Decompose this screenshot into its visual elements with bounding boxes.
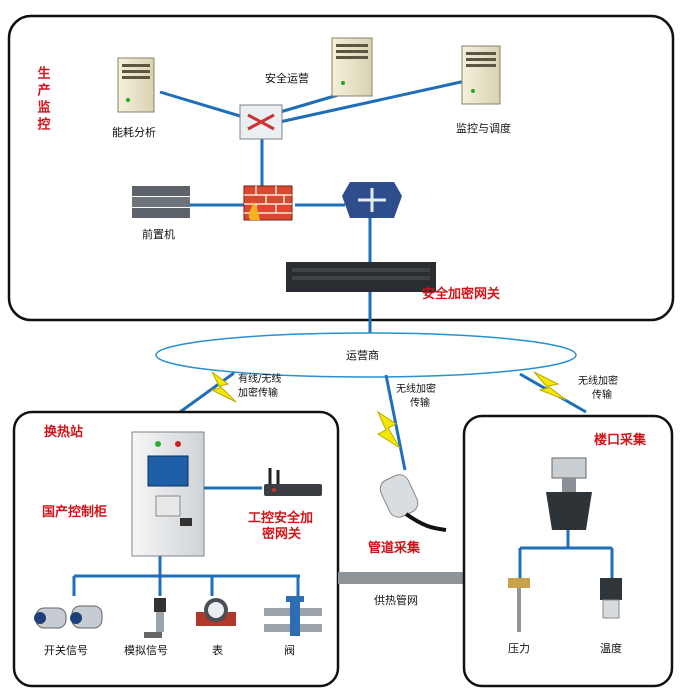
link-left-line xyxy=(179,371,235,414)
temperature-sensor-icon xyxy=(600,578,622,619)
control-cabinet-icon xyxy=(131,431,205,557)
industrial-gateway-icon xyxy=(264,468,322,496)
server-security-icon xyxy=(331,37,373,97)
link-left-line2: 加密传输 xyxy=(238,386,278,399)
device-meter-label: 表 xyxy=(212,643,223,657)
pipe-network-label: 供热管网 xyxy=(374,593,418,607)
lightning-mid-icon xyxy=(376,410,401,449)
carrier-label: 运营商 xyxy=(346,348,379,362)
pipe-sensor-label: 管道采集 xyxy=(368,540,421,556)
firewall-icon xyxy=(243,185,293,221)
device-analog-label: 模拟信号 xyxy=(124,643,168,657)
device-valve-label: 阀 xyxy=(284,643,295,657)
station-bus xyxy=(72,556,300,596)
pipe-sensor-icon xyxy=(379,474,447,532)
link-right-line1: 无线加密 xyxy=(578,374,618,387)
gateway-label: 安全加密网关 xyxy=(422,286,500,302)
zone-building-box xyxy=(462,414,674,688)
building-bus xyxy=(518,530,614,578)
lightning-right-icon xyxy=(533,371,567,401)
building-actuator-icon xyxy=(546,457,592,530)
building-temperature-label: 温度 xyxy=(600,641,622,655)
server-monitor-label: 监控与调度 xyxy=(456,121,511,135)
server-security-label: 安全运营 xyxy=(265,71,309,85)
gateway-lines-1: 工控安全加 xyxy=(248,510,313,526)
server-energy-label: 能耗分析 xyxy=(112,125,156,139)
analog-signal-icon xyxy=(144,598,166,638)
server-monitor-icon xyxy=(461,45,501,105)
gateway-rack-icon xyxy=(286,262,436,292)
valve-icon xyxy=(264,596,322,636)
zone-production-box xyxy=(7,14,675,322)
device-switch-label: 开关信号 xyxy=(44,643,88,657)
lightning-left-icon xyxy=(210,371,237,403)
server-energy-icon xyxy=(117,57,155,113)
gateway-lines-2: 密网关 xyxy=(261,526,301,542)
meter-icon xyxy=(196,598,236,626)
zone-station-title: 换热站 xyxy=(44,424,83,440)
carrier-network xyxy=(155,332,577,378)
cabinet-label: 国产控制柜 xyxy=(42,504,107,520)
link-right-line2: 传输 xyxy=(592,388,612,401)
frontend-device-icon xyxy=(132,186,190,218)
building-pressure-label: 压力 xyxy=(508,642,530,655)
zone-building-title: 楼口采集 xyxy=(594,432,647,448)
core-switch-icon xyxy=(342,182,402,218)
router-icon xyxy=(239,104,283,140)
frontend-label: 前置机 xyxy=(142,227,175,241)
link-mid-line1: 无线加密 xyxy=(396,382,436,395)
zone-production-title: 生产监控 xyxy=(35,65,51,134)
link-mid-line2: 传输 xyxy=(410,396,430,409)
heating-pipe xyxy=(338,572,464,584)
pressure-sensor-icon xyxy=(508,578,530,632)
link-left-line1: 有线/无线 xyxy=(238,372,281,385)
switch-signal-icon xyxy=(34,605,103,629)
link-mid-line xyxy=(384,374,407,471)
